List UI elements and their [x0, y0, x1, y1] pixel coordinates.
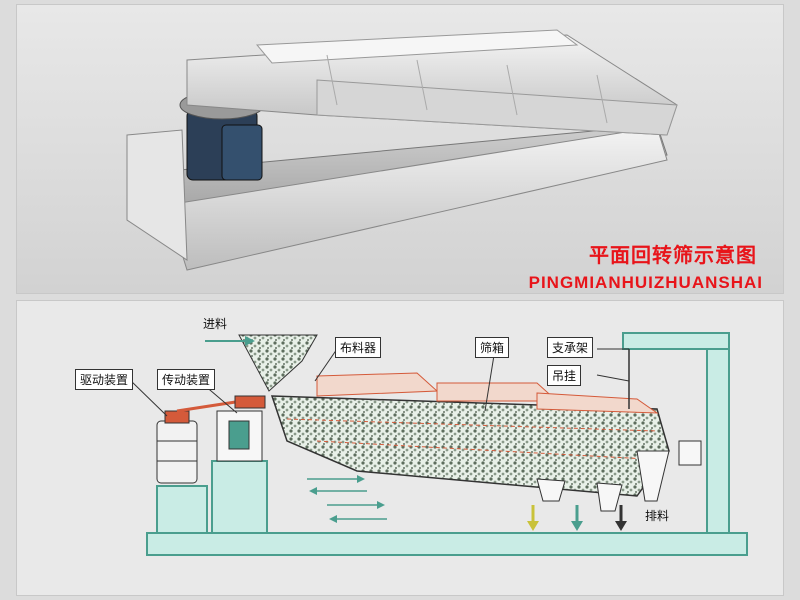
support-column	[706, 332, 730, 534]
photo-title-cn: 平面回转筛示意图	[589, 243, 757, 267]
side-bracket	[678, 440, 702, 466]
drive-motor	[156, 420, 198, 484]
base-end-plate	[126, 129, 188, 261]
discharge-arrows	[527, 505, 627, 531]
transmission-gear	[228, 420, 250, 450]
drive-pedestal	[156, 485, 208, 534]
screen-cover	[255, 29, 579, 64]
support-top-arm	[622, 332, 730, 350]
screen-box-side	[316, 79, 678, 136]
ground-frame	[146, 532, 748, 556]
hanger-label: 吊挂	[547, 365, 582, 386]
rib-4	[596, 74, 608, 124]
transmission-label: 传动装置	[157, 369, 216, 390]
screen-deck-1	[286, 418, 658, 432]
feed-arrowhead	[245, 336, 255, 346]
rib-2	[416, 59, 428, 111]
motor-pulley	[164, 410, 190, 424]
leader-distributor	[314, 348, 338, 382]
product-photo-panel: 平面回转筛示意图 PINGMIANHUIZHUANSHAI	[16, 4, 784, 294]
feed-hopper	[238, 334, 318, 392]
drive-belt	[176, 399, 243, 413]
leader-screen-box	[484, 348, 496, 412]
transmission-pedestal	[211, 460, 268, 534]
screen-box-label: 筛箱	[475, 337, 510, 358]
photo-title-en: PINGMIANHUIZHUANSHAI	[528, 273, 763, 292]
feed-label: 进料	[203, 317, 228, 331]
support-label: 支承架	[547, 337, 594, 358]
rib-1	[326, 54, 338, 106]
leader-hanger	[596, 374, 630, 382]
drive-label: 驱动装置	[75, 369, 134, 390]
screen-deck-2	[316, 440, 648, 460]
screen-box-body	[270, 395, 670, 497]
outlet-1	[536, 478, 566, 502]
machine-illustration	[126, 29, 678, 271]
schematic-panel: 进料 驱动装置 传动装置 布料器 筛箱 支承架 吊挂 排料	[16, 300, 784, 596]
outlet-2	[596, 482, 623, 512]
schematic-drawing	[128, 332, 748, 556]
discharge-label: 排料	[645, 509, 670, 523]
transmission-pulley	[234, 395, 266, 409]
outlet-3	[636, 450, 670, 502]
screen-cover-3	[536, 392, 659, 414]
rib-3	[506, 64, 518, 116]
distributor-label: 布料器	[335, 337, 382, 358]
motor-housing	[221, 124, 263, 181]
screen-cover-1	[316, 372, 439, 397]
leader-drive	[128, 378, 168, 417]
motion-arrows	[307, 475, 387, 523]
